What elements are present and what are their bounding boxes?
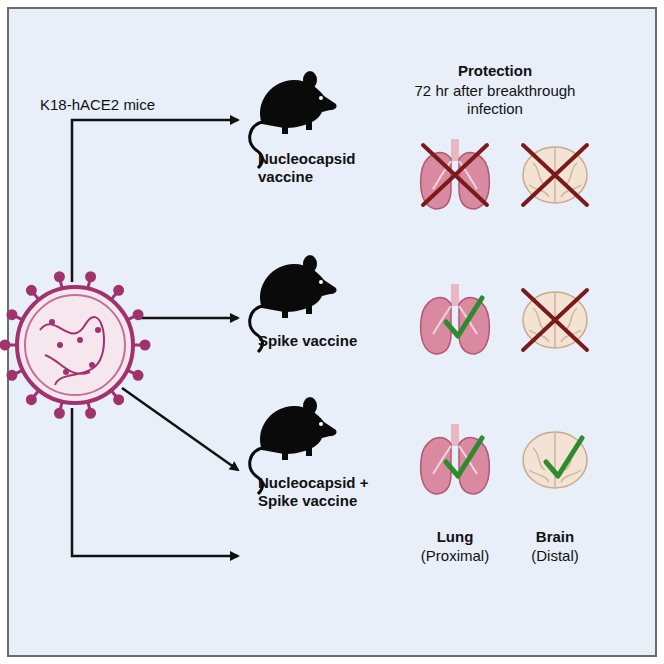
organ-label: (Proximal) — [405, 547, 505, 565]
heading: Protection — [405, 62, 585, 80]
organ-label: Brain — [505, 528, 605, 546]
organ-label: Lung — [405, 528, 505, 546]
organ-label: (Distal) — [505, 547, 605, 565]
subheading: 72 hr after breakthrough infection — [405, 82, 585, 118]
vaccine-label: Nucleocapsid + Spike vaccine — [258, 474, 398, 510]
vaccine-label: Spike vaccine — [258, 332, 398, 350]
vaccine-label: Nucleocapsid vaccine — [258, 150, 398, 186]
group-label: K18-hACE2 mice — [40, 96, 220, 114]
